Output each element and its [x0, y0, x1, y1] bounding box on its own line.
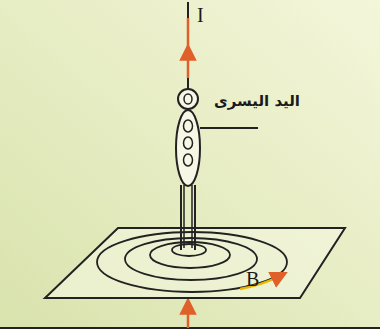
- wire: [187, 298, 189, 328]
- wire: [187, 2, 189, 90]
- figure-leg: [180, 185, 182, 250]
- figure-head: [178, 89, 198, 109]
- figure-arm: [200, 127, 258, 129]
- figure-button: [184, 137, 193, 149]
- figure-button: [184, 154, 193, 166]
- figure-leg: [191, 185, 193, 248]
- field-label: B: [246, 268, 259, 290]
- field-line: [150, 242, 230, 268]
- figure-button: [184, 120, 193, 132]
- field-line: [125, 238, 257, 280]
- current-arrow: [187, 52, 190, 78]
- frame-line: [0, 327, 380, 329]
- field-line: [172, 244, 206, 256]
- figure-leg: [183, 185, 185, 248]
- figure-face: [184, 94, 192, 104]
- current-arrow: [187, 306, 190, 328]
- background: [0, 0, 380, 328]
- figure-body: [176, 110, 200, 186]
- hand-label: اليد اليسرى: [214, 93, 300, 110]
- current-arrow: [187, 18, 190, 52]
- current-label: I: [197, 4, 204, 26]
- figure-leg: [194, 185, 196, 250]
